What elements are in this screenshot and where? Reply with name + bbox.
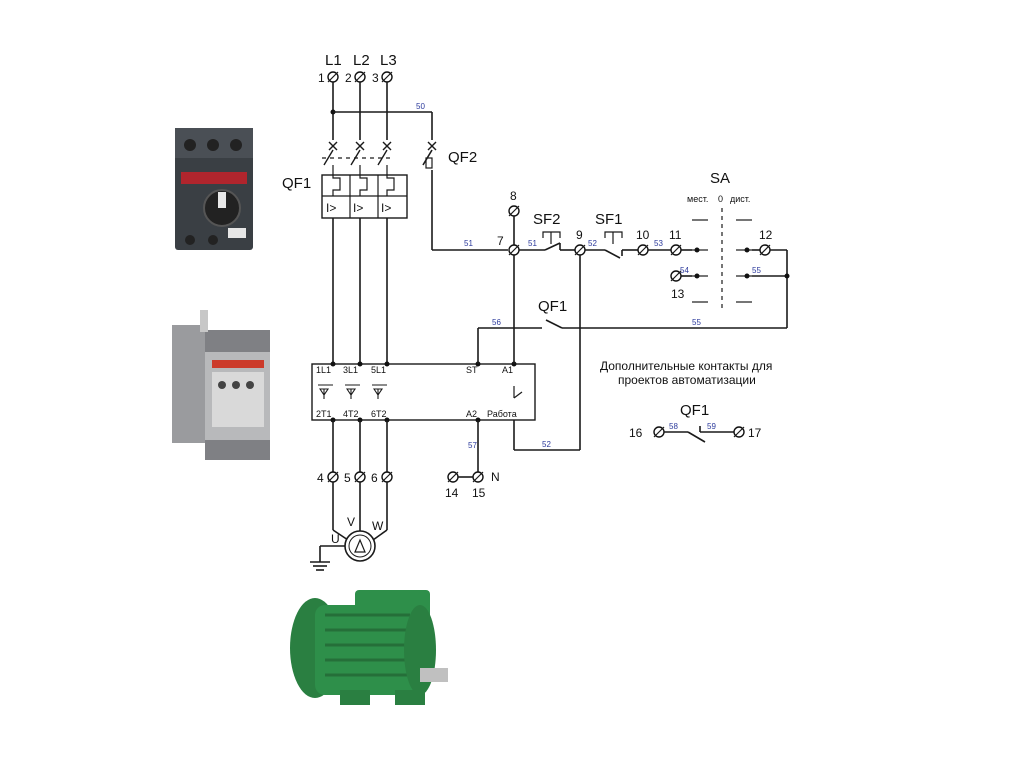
qf1-trip-symbol-1: I> [326, 201, 336, 215]
wire-number-51a: 51 [464, 239, 473, 248]
aux-caption-line2: проектов автоматизации [618, 373, 756, 387]
neutral-terminals: 57 N 14 15 [445, 420, 500, 500]
motor-phase-u: U [331, 532, 340, 546]
motor-circuit-breaker-photo [175, 128, 253, 250]
phase-label-l3: L3 [380, 52, 397, 69]
phase-label-l1: L1 [325, 52, 342, 69]
terminal-label-12: 12 [759, 228, 773, 242]
motor-output-terminals: 4 5 6 [317, 420, 393, 541]
starter-in-1L1: 1L1 [316, 365, 331, 375]
sf2-label: SF2 [533, 211, 561, 228]
qf1-trip-symbol-2: I> [353, 201, 363, 215]
sa-label: SA [710, 170, 730, 187]
sa-position-local: мест. [687, 194, 708, 204]
motor-symbol: U V W [310, 515, 384, 571]
terminal-label-2: 2 [345, 71, 352, 85]
aux-caption-line1: Дополнительные контакты для [600, 359, 772, 373]
phase-labels: L1 L2 L3 [325, 52, 397, 69]
terminal-label-4: 4 [317, 471, 324, 485]
control-circuit: 8 7 51 SF2 9 52 SF1 10 53 11 [477, 170, 790, 451]
terminal-label-10: 10 [636, 228, 650, 242]
terminal-label-13: 13 [671, 287, 685, 301]
phase-conductors: 50 [330, 82, 433, 140]
qf1-breaker: I> I> I> QF1 [282, 141, 408, 219]
terminal-label-1: 1 [318, 71, 325, 85]
wire-number-53: 53 [654, 239, 663, 248]
wire-number-52a: 52 [588, 239, 597, 248]
wire-number-58: 58 [669, 422, 678, 431]
starter-run: Работа [487, 409, 517, 419]
terminal-label-6: 6 [371, 471, 378, 485]
phase-to-starter [332, 218, 388, 364]
wire-number-55a: 55 [752, 266, 761, 275]
wire-number-56: 56 [492, 318, 501, 327]
terminal-label-8: 8 [510, 189, 517, 203]
starter-out-2T1: 2T1 [316, 409, 332, 419]
electric-motor-photo [290, 590, 448, 705]
soft-starter: 1L1 3L1 5L1 2T1 4T2 6T2 ST A1 A2 Работа [311, 361, 536, 423]
supply-terminals: 1 2 3 [318, 71, 393, 85]
terminal-label-15: 15 [472, 486, 486, 500]
terminal-label-7: 7 [497, 234, 504, 248]
starter-in-3L1: 3L1 [343, 365, 358, 375]
motor-phase-v: V [347, 515, 355, 529]
qf1-trip-symbol-3: I> [381, 201, 391, 215]
sa-position-zero: 0 [718, 194, 723, 204]
wire-number-51b: 51 [528, 239, 537, 248]
motor-phase-w: W [372, 519, 384, 533]
qf1-label: QF1 [282, 175, 311, 192]
terminal-label-17: 17 [748, 426, 762, 440]
wire-number-55b: 55 [692, 318, 701, 327]
terminal-label-3: 3 [372, 71, 379, 85]
wire-number-50: 50 [416, 102, 425, 111]
sa-position-remote: дист. [730, 194, 750, 204]
starter-a1: A1 [502, 365, 513, 375]
qf1-contact-label: QF1 [680, 402, 709, 419]
starter-st: ST [466, 365, 478, 375]
qf1-aux-label: QF1 [538, 298, 567, 315]
wire-number-54: 54 [680, 266, 689, 275]
terminal-label-14: 14 [445, 486, 459, 500]
terminal-label-16: 16 [629, 426, 643, 440]
qf2-breaker: QF2 51 [422, 141, 508, 251]
sf1-label: SF1 [595, 211, 623, 228]
starter-in-5L1: 5L1 [371, 365, 386, 375]
wire-number-57: 57 [468, 441, 477, 450]
starter-out-6T2: 6T2 [371, 409, 387, 419]
starter-out-4T2: 4T2 [343, 409, 359, 419]
qf2-label: QF2 [448, 149, 477, 166]
terminal-label-11: 11 [669, 228, 682, 242]
soft-starter-photo [172, 310, 270, 460]
phase-label-l2: L2 [353, 52, 370, 69]
terminal-label-5: 5 [344, 471, 351, 485]
wire-number-59: 59 [707, 422, 716, 431]
terminal-label-9: 9 [576, 228, 583, 242]
neutral-label: N [491, 470, 500, 484]
starter-a2: A2 [466, 409, 477, 419]
wire-number-52b: 52 [542, 440, 551, 449]
aux-contacts-section: Дополнительные контакты для проектов авт… [600, 359, 772, 443]
